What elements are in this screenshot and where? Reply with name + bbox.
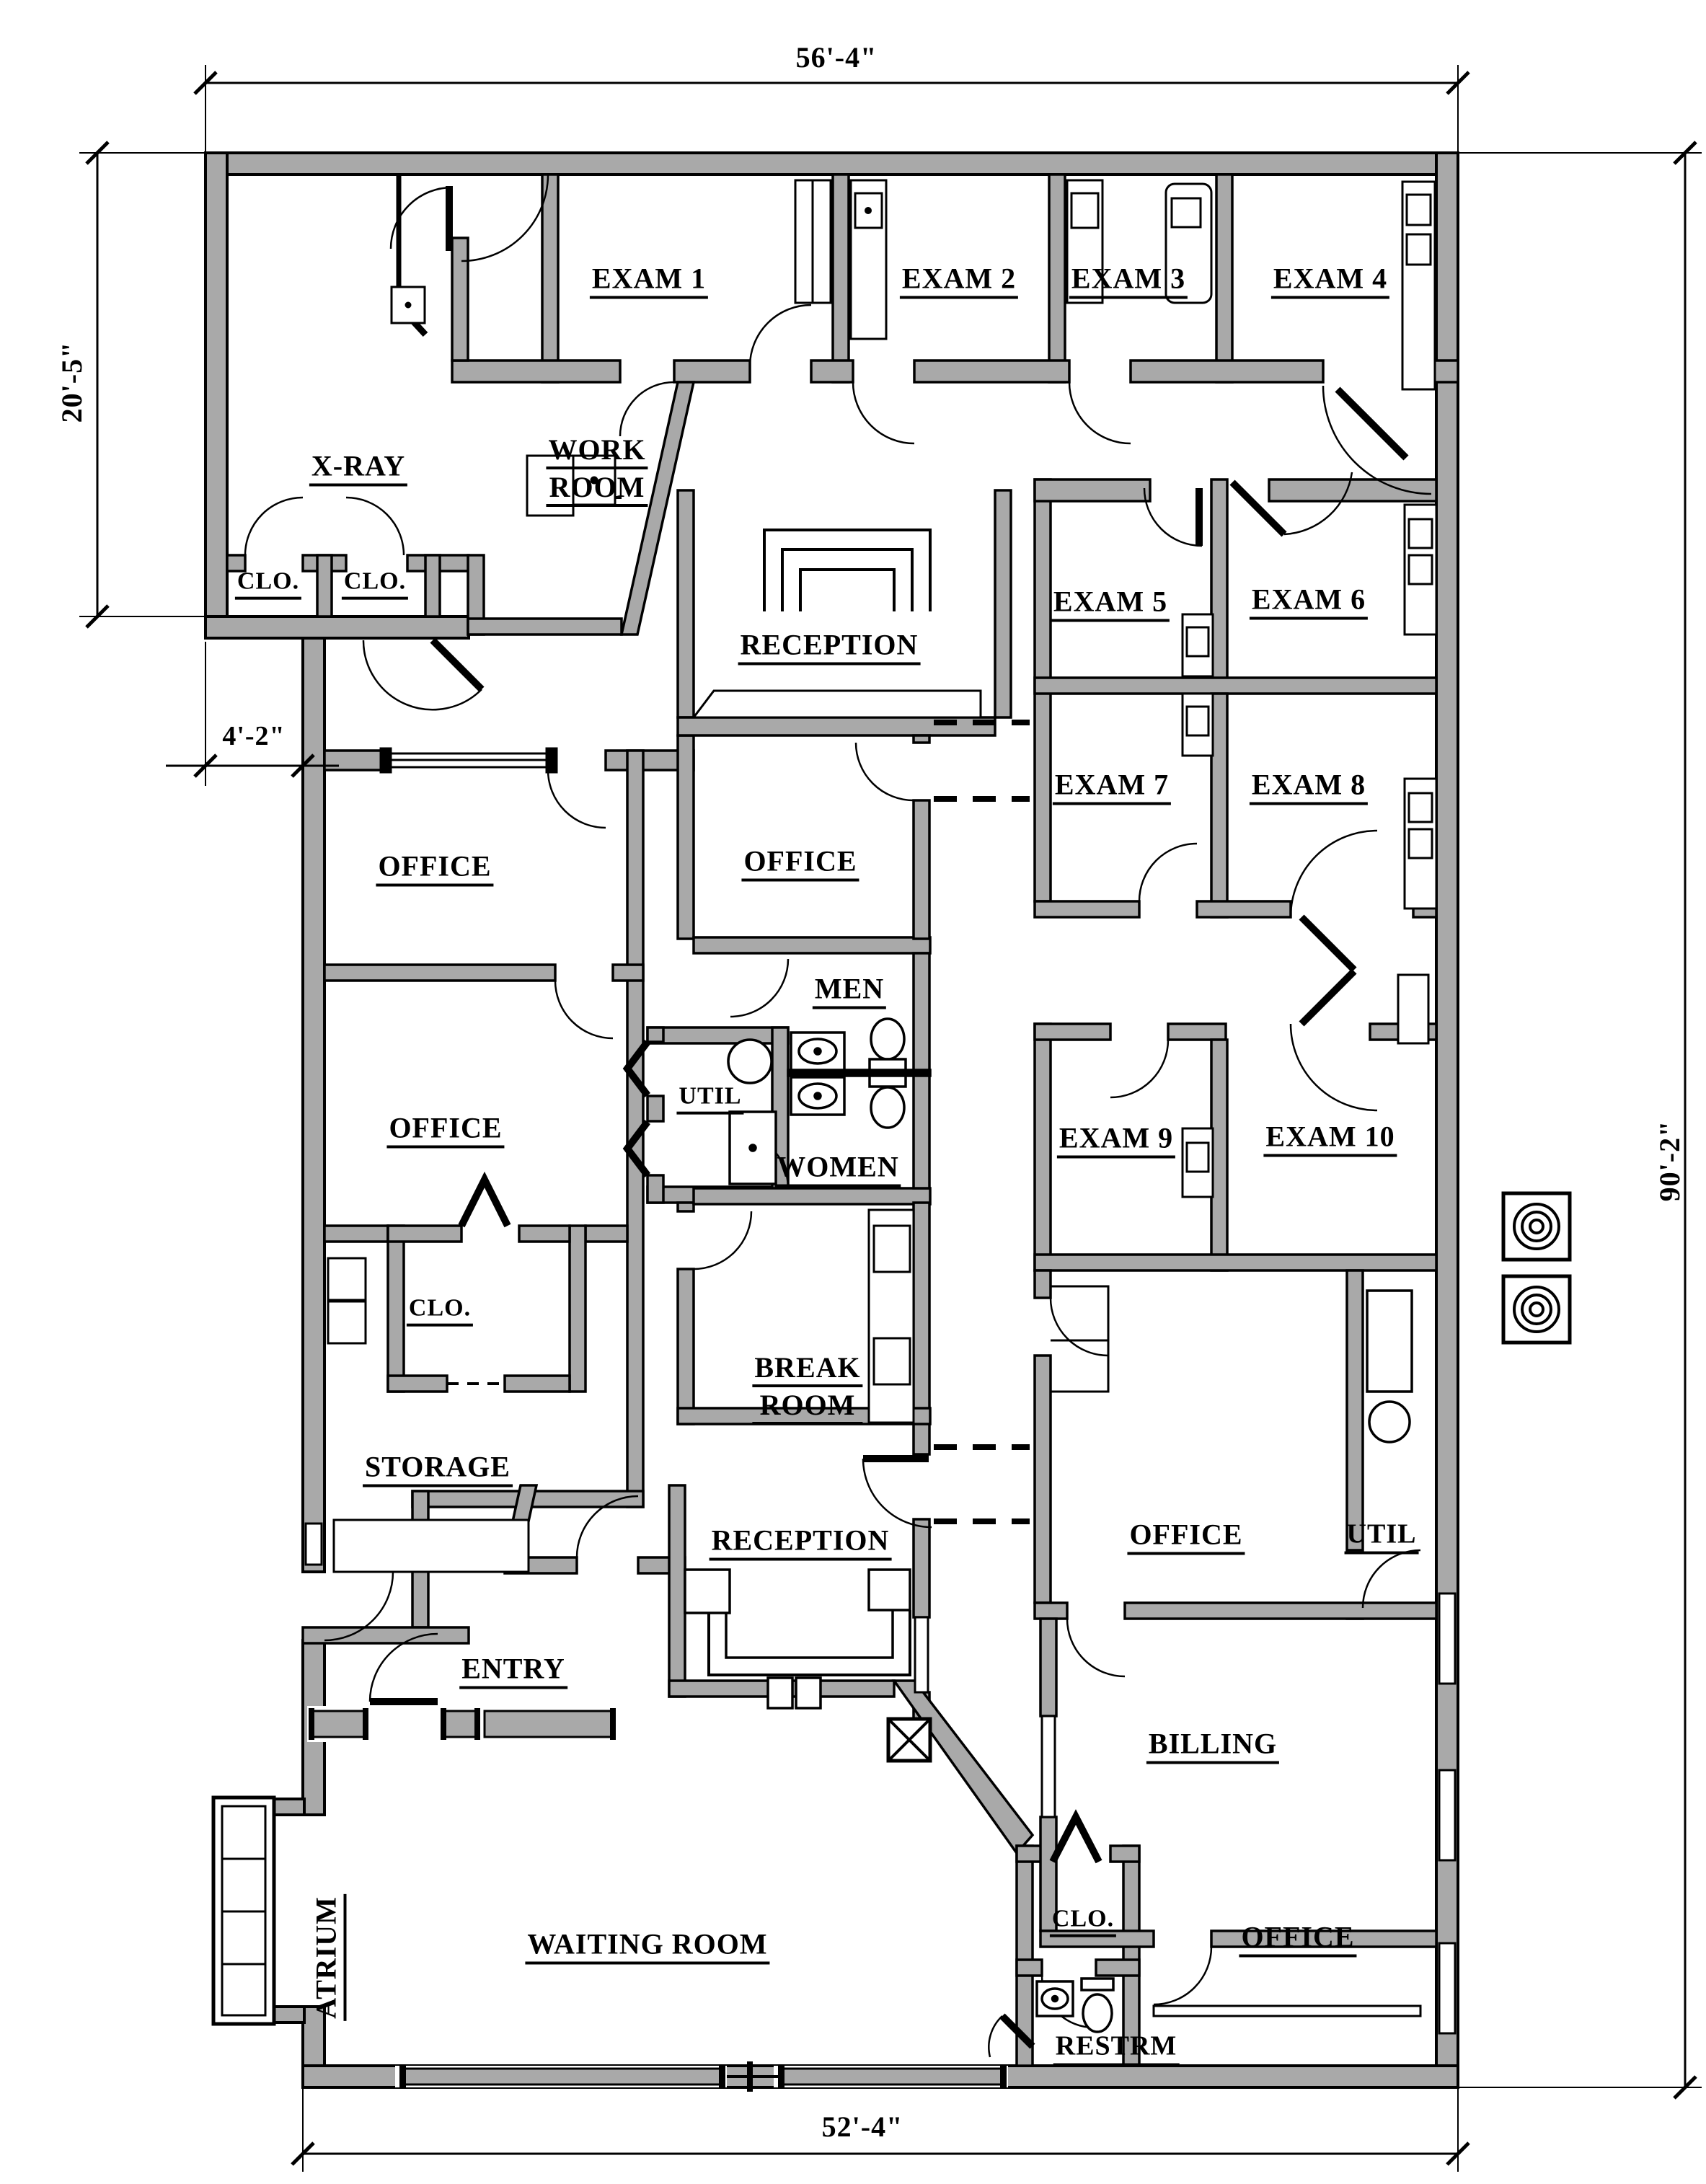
- kitchen-counter: [867, 1208, 915, 1424]
- sink-icon: [1035, 1980, 1074, 2017]
- room-label-office-right: OFFICE: [1127, 1519, 1245, 1555]
- room-label-billing: BILLING: [1146, 1728, 1280, 1764]
- room-label-exam-3: EXAM 3: [1069, 263, 1188, 299]
- room-label-atrium: ATRIUM: [310, 1894, 347, 2021]
- room-label-entry: ENTRY: [459, 1653, 567, 1689]
- room-label-closet-bottom: CLO.: [1049, 1906, 1117, 1937]
- sink-icon: [790, 1031, 846, 1116]
- door-leaf: [370, 186, 1409, 2049]
- room-label-men: MEN: [812, 973, 887, 1009]
- water-heater-icon: [727, 1038, 777, 1185]
- room-label-women: WOMEN: [774, 1151, 901, 1188]
- interior-walls: [226, 173, 1459, 2067]
- room-label-closet-xray-b: CLO.: [341, 568, 409, 600]
- reception-desk-icon: [684, 1568, 911, 1710]
- room-label-exam-9: EXAM 9: [1056, 1123, 1176, 1159]
- room-label-util-right: UTIL: [1344, 1520, 1419, 1555]
- doors: [244, 174, 1432, 2058]
- dimension-top-width: 56'-4": [795, 41, 878, 74]
- room-label-office-bottom: OFFICE: [1239, 1922, 1357, 1958]
- water-heater-icon: [1366, 1289, 1413, 1444]
- room-label-exam-8: EXAM 8: [1249, 769, 1369, 805]
- room-label-exam-2: EXAM 2: [899, 263, 1019, 299]
- room-label-exam-4: EXAM 4: [1270, 263, 1390, 299]
- dimension-bottom-width: 52'-4": [821, 2110, 903, 2143]
- room-label-storage: STORAGE: [363, 1451, 513, 1487]
- room-label-office-center: OFFICE: [741, 846, 859, 882]
- room-label-x-ray: X-RAY: [309, 451, 408, 487]
- room-label-closet-xray-a: CLO.: [234, 568, 302, 600]
- room-label-closet-left: CLO.: [406, 1295, 474, 1327]
- room-label-exam-6: EXAM 6: [1249, 584, 1369, 620]
- room-label-reception-lower: RECEPTION: [709, 1525, 892, 1561]
- room-label-office-lower-left: OFFICE: [386, 1113, 505, 1149]
- toilet-icon: [1080, 1977, 1115, 2033]
- room-label-exam-5: EXAM 5: [1051, 586, 1170, 622]
- xray-machine-icon: [390, 174, 428, 337]
- dimension-left-height: 20'-5": [56, 341, 88, 423]
- dimension-left-offset: 4'-2": [222, 721, 286, 752]
- atrium-window-icon: [211, 1795, 276, 2026]
- fixtures: [211, 174, 1572, 2033]
- door-arc-icon: [244, 174, 1432, 2058]
- room-label-exam-7: EXAM 7: [1052, 769, 1172, 805]
- room-label-util-center: UTIL: [676, 1083, 744, 1115]
- column-marker-icon: [886, 1717, 932, 1763]
- room-label-exam-1: EXAM 1: [589, 263, 709, 299]
- window-glass: [304, 747, 1457, 2035]
- storefront-window-icon: [307, 1706, 1008, 2092]
- hvac-unit-icon: [1501, 1191, 1572, 1345]
- reception-counter: [691, 689, 982, 719]
- dimension-lines: [79, 65, 1702, 2172]
- cabinet-icon: [327, 179, 1438, 2017]
- room-label-reception-upper: RECEPTION: [738, 629, 921, 666]
- reception-desk-icon: [763, 529, 932, 611]
- room-label-office-upper-left: OFFICE: [376, 851, 494, 887]
- toilet-icon: [868, 1017, 907, 1129]
- room-label-waiting-room: WAITING ROOM: [525, 1929, 770, 1965]
- room-label-restroom: RESTRM: [1053, 2032, 1180, 2066]
- dimension-right-height: 90'-2": [1653, 1120, 1686, 1202]
- room-label-exam-10: EXAM 10: [1263, 1121, 1397, 1157]
